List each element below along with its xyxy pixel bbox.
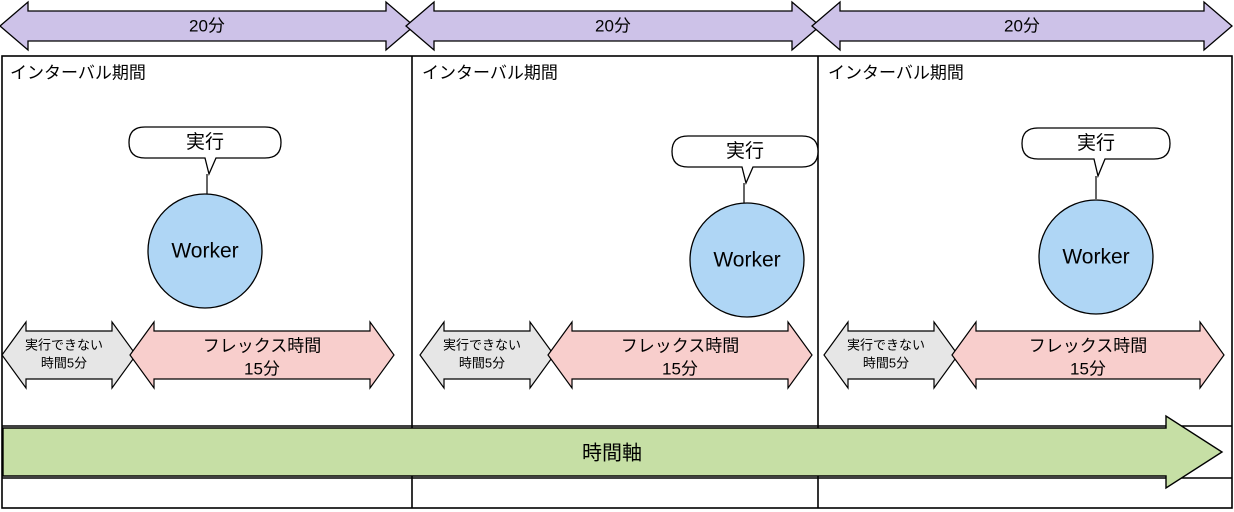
interval-column-3: インターバル期間 実行 Worker 実行できない 時間5分 フレックス時間 1… xyxy=(818,0,1234,512)
flex-time-label-2-line2: 15分 xyxy=(662,359,698,378)
interval-period-header-1: インターバル期間 xyxy=(10,63,146,82)
blocked-time-label-1-line2: 時間5分 xyxy=(41,355,87,370)
exec-callout-3 xyxy=(1021,127,1171,179)
duration-arrow-1-label: 20分 xyxy=(189,16,225,35)
timeline-axis-arrow: 時間軸 xyxy=(0,414,1234,490)
blocked-time-label-2-line2: 時間5分 xyxy=(459,355,505,370)
worker-label-2: Worker xyxy=(713,249,780,272)
blocked-time-label-3-line1: 実行できない xyxy=(847,337,925,352)
blocked-time-label-3-line2: 時間5分 xyxy=(863,355,909,370)
flex-time-label-3-line1: フレックス時間 xyxy=(1029,336,1148,355)
top-duration-arrows: 20分 20分 20分 xyxy=(0,0,1234,52)
exec-callout-1 xyxy=(128,126,282,177)
flex-time-label-1-line1: フレックス時間 xyxy=(203,336,322,355)
table-outer-border xyxy=(1,55,1233,509)
exec-callout-2 xyxy=(671,135,819,186)
duration-arrow-3-label: 20分 xyxy=(1004,16,1040,35)
exec-callout-1-label: 実行 xyxy=(186,131,224,153)
worker-circle-2 xyxy=(689,202,805,318)
blocked-time-label-1-line1: 実行できない xyxy=(25,337,103,352)
interval-period-header-2: インターバル期間 xyxy=(422,63,558,82)
exec-callout-3-label: 実行 xyxy=(1077,132,1115,154)
flex-time-label-1-line2: 15分 xyxy=(244,359,280,378)
flex-time-label-2-line1: フレックス時間 xyxy=(621,336,740,355)
worker-circle-3 xyxy=(1038,199,1154,315)
blocked-time-label-2-line1: 実行できない xyxy=(443,337,521,352)
flex-time-arrow-1 xyxy=(129,320,395,390)
duration-arrow-2-label: 20分 xyxy=(595,16,631,35)
flex-time-arrow-3 xyxy=(951,320,1225,390)
duration-arrow-3 xyxy=(811,0,1233,52)
exec-callout-2-label: 実行 xyxy=(726,140,764,162)
flex-time-label-3-line2: 15分 xyxy=(1070,359,1106,378)
flex-time-arrow-2 xyxy=(547,320,813,390)
worker-circle-1 xyxy=(147,193,263,309)
interval-column-1: インターバル期間 実行 Worker 実行できない 時間5分 フレックス時間 1… xyxy=(0,0,420,512)
worker-label-3: Worker xyxy=(1062,246,1129,269)
interval-period-header-3: インターバル期間 xyxy=(828,63,964,82)
timeline-axis-label: 時間軸 xyxy=(582,441,642,464)
interval-column-2: インターバル期間 実行 Worker 実行できない 時間5分 フレックス時間 1… xyxy=(412,0,832,512)
worker-label-1: Worker xyxy=(171,240,238,263)
